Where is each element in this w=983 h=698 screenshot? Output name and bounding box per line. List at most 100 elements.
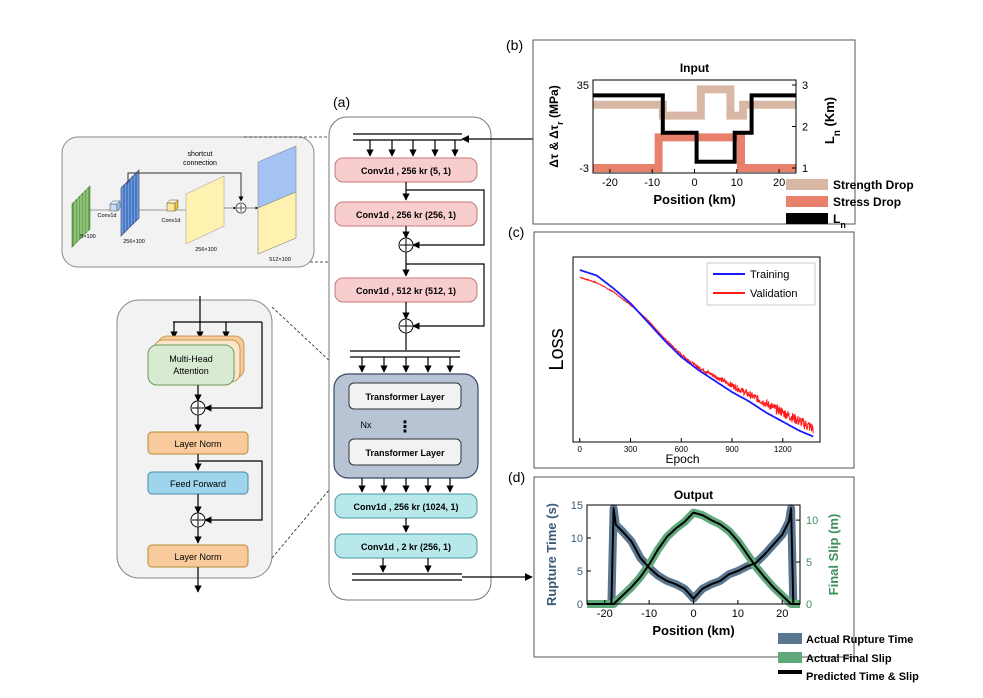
conv-output-panel [185,175,225,245]
x-tick-label: 600 [675,445,689,454]
layer-norm-label-1: Layer Norm [174,439,221,449]
multi-head-attention-block [147,344,235,386]
x-tick-label: -10 [641,608,657,620]
legend-label: Actual Final Slip [806,653,892,665]
chart-title: Output [674,488,713,502]
panel-label-d: (d) [508,469,525,485]
conv-block-4-label: Conv1d , 256 kr (1024, 1) [353,502,458,512]
x-tick-label: 20 [773,177,785,189]
y2-axis-label: Ln (Km) [822,97,843,144]
hidden-feature-stack [120,169,140,237]
series-line-predicted-slip [587,511,800,605]
y-tick-label: 15 [571,500,583,512]
conv-label-2: Conv1d [162,218,181,224]
legend-label: Actual Rupture Time [806,634,913,646]
legend-box [706,262,816,306]
x-tick-label: 1200 [774,445,792,454]
x-tick-label: -20 [597,608,613,620]
y2-tick-label: 10 [806,515,818,527]
legend-swatch [786,213,828,224]
transformer-inset: Multi-Head Attention Layer Norm Feed For… [116,296,273,593]
legend-swatch [778,652,802,663]
x-tick-label: -20 [602,177,618,189]
transformer-layer-2-label: Transformer Layer [365,448,445,458]
y2-tick-label: 5 [806,557,812,569]
x-axis-label: Position (km) [652,623,734,638]
shortcut-title-line1: shortcut [188,151,213,158]
plot-frame [572,256,821,443]
legend-label: Ln [833,212,846,230]
panel-label-a: (a) [333,94,350,110]
transformer-layer-2 [348,438,462,466]
legend-swatch [786,196,828,207]
dim-label-3: 256×100 [195,247,217,253]
network-panel: (a) Conv1d , 256 kr (5, 1) Conv1d , 256 … [328,94,533,601]
y-tick-label: -3 [579,163,589,175]
conv-block-5 [334,533,478,559]
nx-label: Nx [361,420,372,430]
legend-label: Predicted Time & Slip [806,671,919,683]
y-tick-label: 35 [577,80,589,92]
mha-label-line2: Attention [173,366,209,376]
x-axis-label: Position (km) [653,192,735,207]
conv-cube-icon-2 [166,199,179,212]
series-line-training [579,269,814,438]
x-tick-label: 0 [690,608,696,620]
shortcut-title-line2: connection [183,160,217,167]
x-axis-label: Epoch [665,452,699,466]
series-line-stress-drop [593,133,796,172]
y-tick-label: 0 [577,599,583,611]
layer-norm-label-2: Layer Norm [174,552,221,562]
shortcut-inset: shortcut connection 5×100 Conv1d [61,136,315,268]
mha-label-line1: Multi-Head [169,354,213,364]
input-feature-stack [71,185,91,248]
y2-tick-label: 3 [802,80,808,92]
x-tick-label: -10 [644,177,660,189]
x-tick-label: 900 [725,445,739,454]
y2-axis-label: Final Slip (m) [826,514,841,596]
x-tick-label: 20 [776,608,788,620]
y2-tick-label: 2 [802,122,808,134]
x-tick-label: 0 [691,177,697,189]
series-line-ln [593,93,796,164]
y-tick-label: 10 [571,533,583,545]
dim-label-4: 512×100 [269,257,291,263]
concat-output-bottom [257,191,297,255]
conv-block-1-label: Conv1d , 256 kr (5, 1) [361,166,451,176]
conv-block-2-label: Conv1d , 256 kr (256, 1) [356,210,456,220]
legend-swatch [778,670,802,674]
y-axis-label: Loss [546,328,568,370]
y-axis-label: Rupture Time (s) [544,503,559,606]
y2-tick-label: 1 [802,163,808,175]
legend-swatch [786,179,828,190]
conv-label-1: Conv1d [98,213,117,219]
legend-swatch [778,633,802,644]
ellipsis-vertical: ⋮ [397,419,413,436]
conv-cube-icon-1 [109,200,121,212]
legend-label: Validation [750,288,798,300]
legend-label: Training [750,269,789,281]
conv-block-5-label: Conv1d , 2 kr (256, 1) [361,542,451,552]
panel-label-c: (c) [508,224,524,240]
x-tick-label: 300 [624,445,638,454]
feed-forward-label: Feed Forward [170,479,226,489]
conv-block-3-label: Conv1d , 512 kr (512, 1) [356,286,456,296]
y-axis-label: Δτ & Δτr (MPa) [547,85,565,167]
x-tick-label: 10 [731,177,743,189]
x-tick-label: 10 [732,608,744,620]
transformer-layer-1 [348,382,462,410]
legend-label: Strength Drop [833,178,914,192]
panel-label-b: (b) [506,37,523,53]
series-line-validation [579,276,814,434]
x-tick-label: 0 [578,445,583,454]
dim-label-1: 5×100 [80,234,95,240]
y2-tick-label: 0 [806,599,812,611]
dim-label-2: 256×100 [123,239,145,245]
series-line-predicted-time [587,507,800,605]
legend-label: Stress Drop [833,195,901,209]
chart-title: Input [680,61,709,75]
